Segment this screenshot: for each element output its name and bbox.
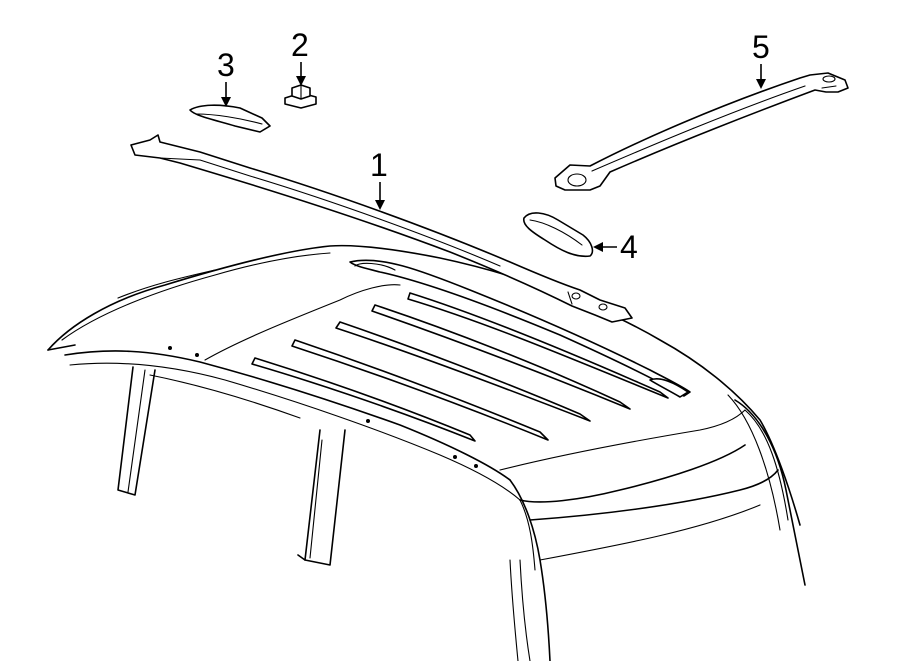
roof-ribs — [251, 259, 691, 442]
callout-label-3: 3 — [217, 47, 235, 83]
callout-5: 5 — [752, 29, 770, 89]
callout-label-5: 5 — [752, 29, 770, 65]
callout-label-2: 2 — [291, 27, 309, 63]
part-2-nut — [284, 84, 317, 109]
part-3-front-cover — [189, 104, 271, 133]
callout-label-4: 4 — [620, 229, 638, 265]
part-5-crossbar — [554, 72, 849, 191]
callout-1: 1 — [370, 147, 388, 210]
callout-2: 2 — [291, 27, 309, 86]
callout-3: 3 — [217, 47, 235, 107]
part-1-side-rail — [130, 134, 633, 323]
callout-label-1: 1 — [370, 147, 388, 183]
callout-4: 4 — [593, 229, 638, 265]
vehicle-roof — [47, 244, 806, 661]
part-4-rear-cover — [522, 212, 594, 258]
